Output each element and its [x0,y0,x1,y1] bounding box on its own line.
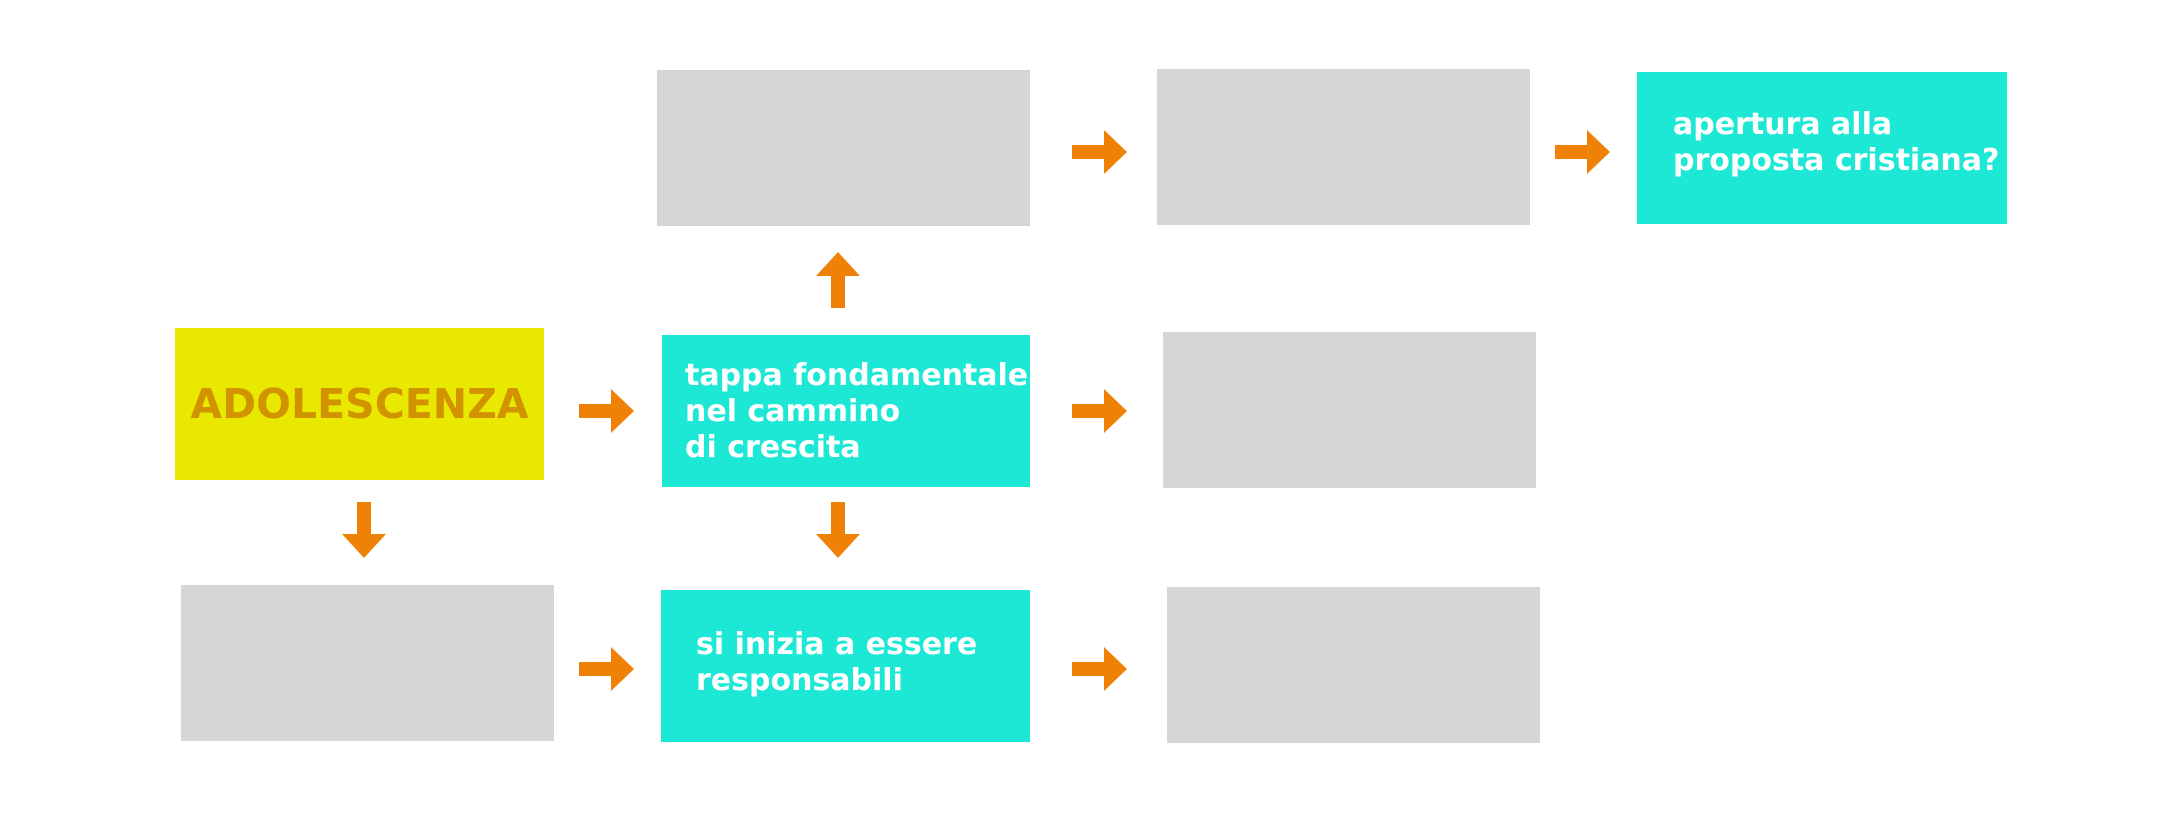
box-responsabili-label: si inizia a essere responsabili [696,627,978,698]
empty-box-top-right [1157,69,1530,225]
box-responsabili: si inizia a essere responsabili [661,590,1030,742]
arrow-down-left [334,500,394,560]
empty-box-bottom-right [1167,587,1540,743]
arrow-down-center [808,500,868,560]
box-adolescenza-label: ADOLESCENZA [190,380,529,428]
arrow-right-bottom-1 [577,639,637,699]
arrow-right-top-1 [1070,122,1130,182]
arrow-right-top-2 [1553,122,1613,182]
box-apertura: apertura alla proposta cristiana? [1637,72,2007,224]
arrow-right-mid-2 [1070,381,1130,441]
empty-box-mid-right [1163,332,1536,488]
arrow-right-mid-1 [577,381,637,441]
box-tappa: tappa fondamentale nel cammino di cresci… [662,335,1030,487]
arrow-right-bottom-2 [1070,639,1130,699]
box-apertura-label: apertura alla proposta cristiana? [1673,107,2000,178]
empty-box-top-left [657,70,1030,226]
arrow-up [808,250,868,310]
box-tappa-label: tappa fondamentale nel cammino di cresci… [685,358,1029,465]
box-adolescenza: ADOLESCENZA [175,328,544,480]
empty-box-bottom-left [181,585,554,741]
